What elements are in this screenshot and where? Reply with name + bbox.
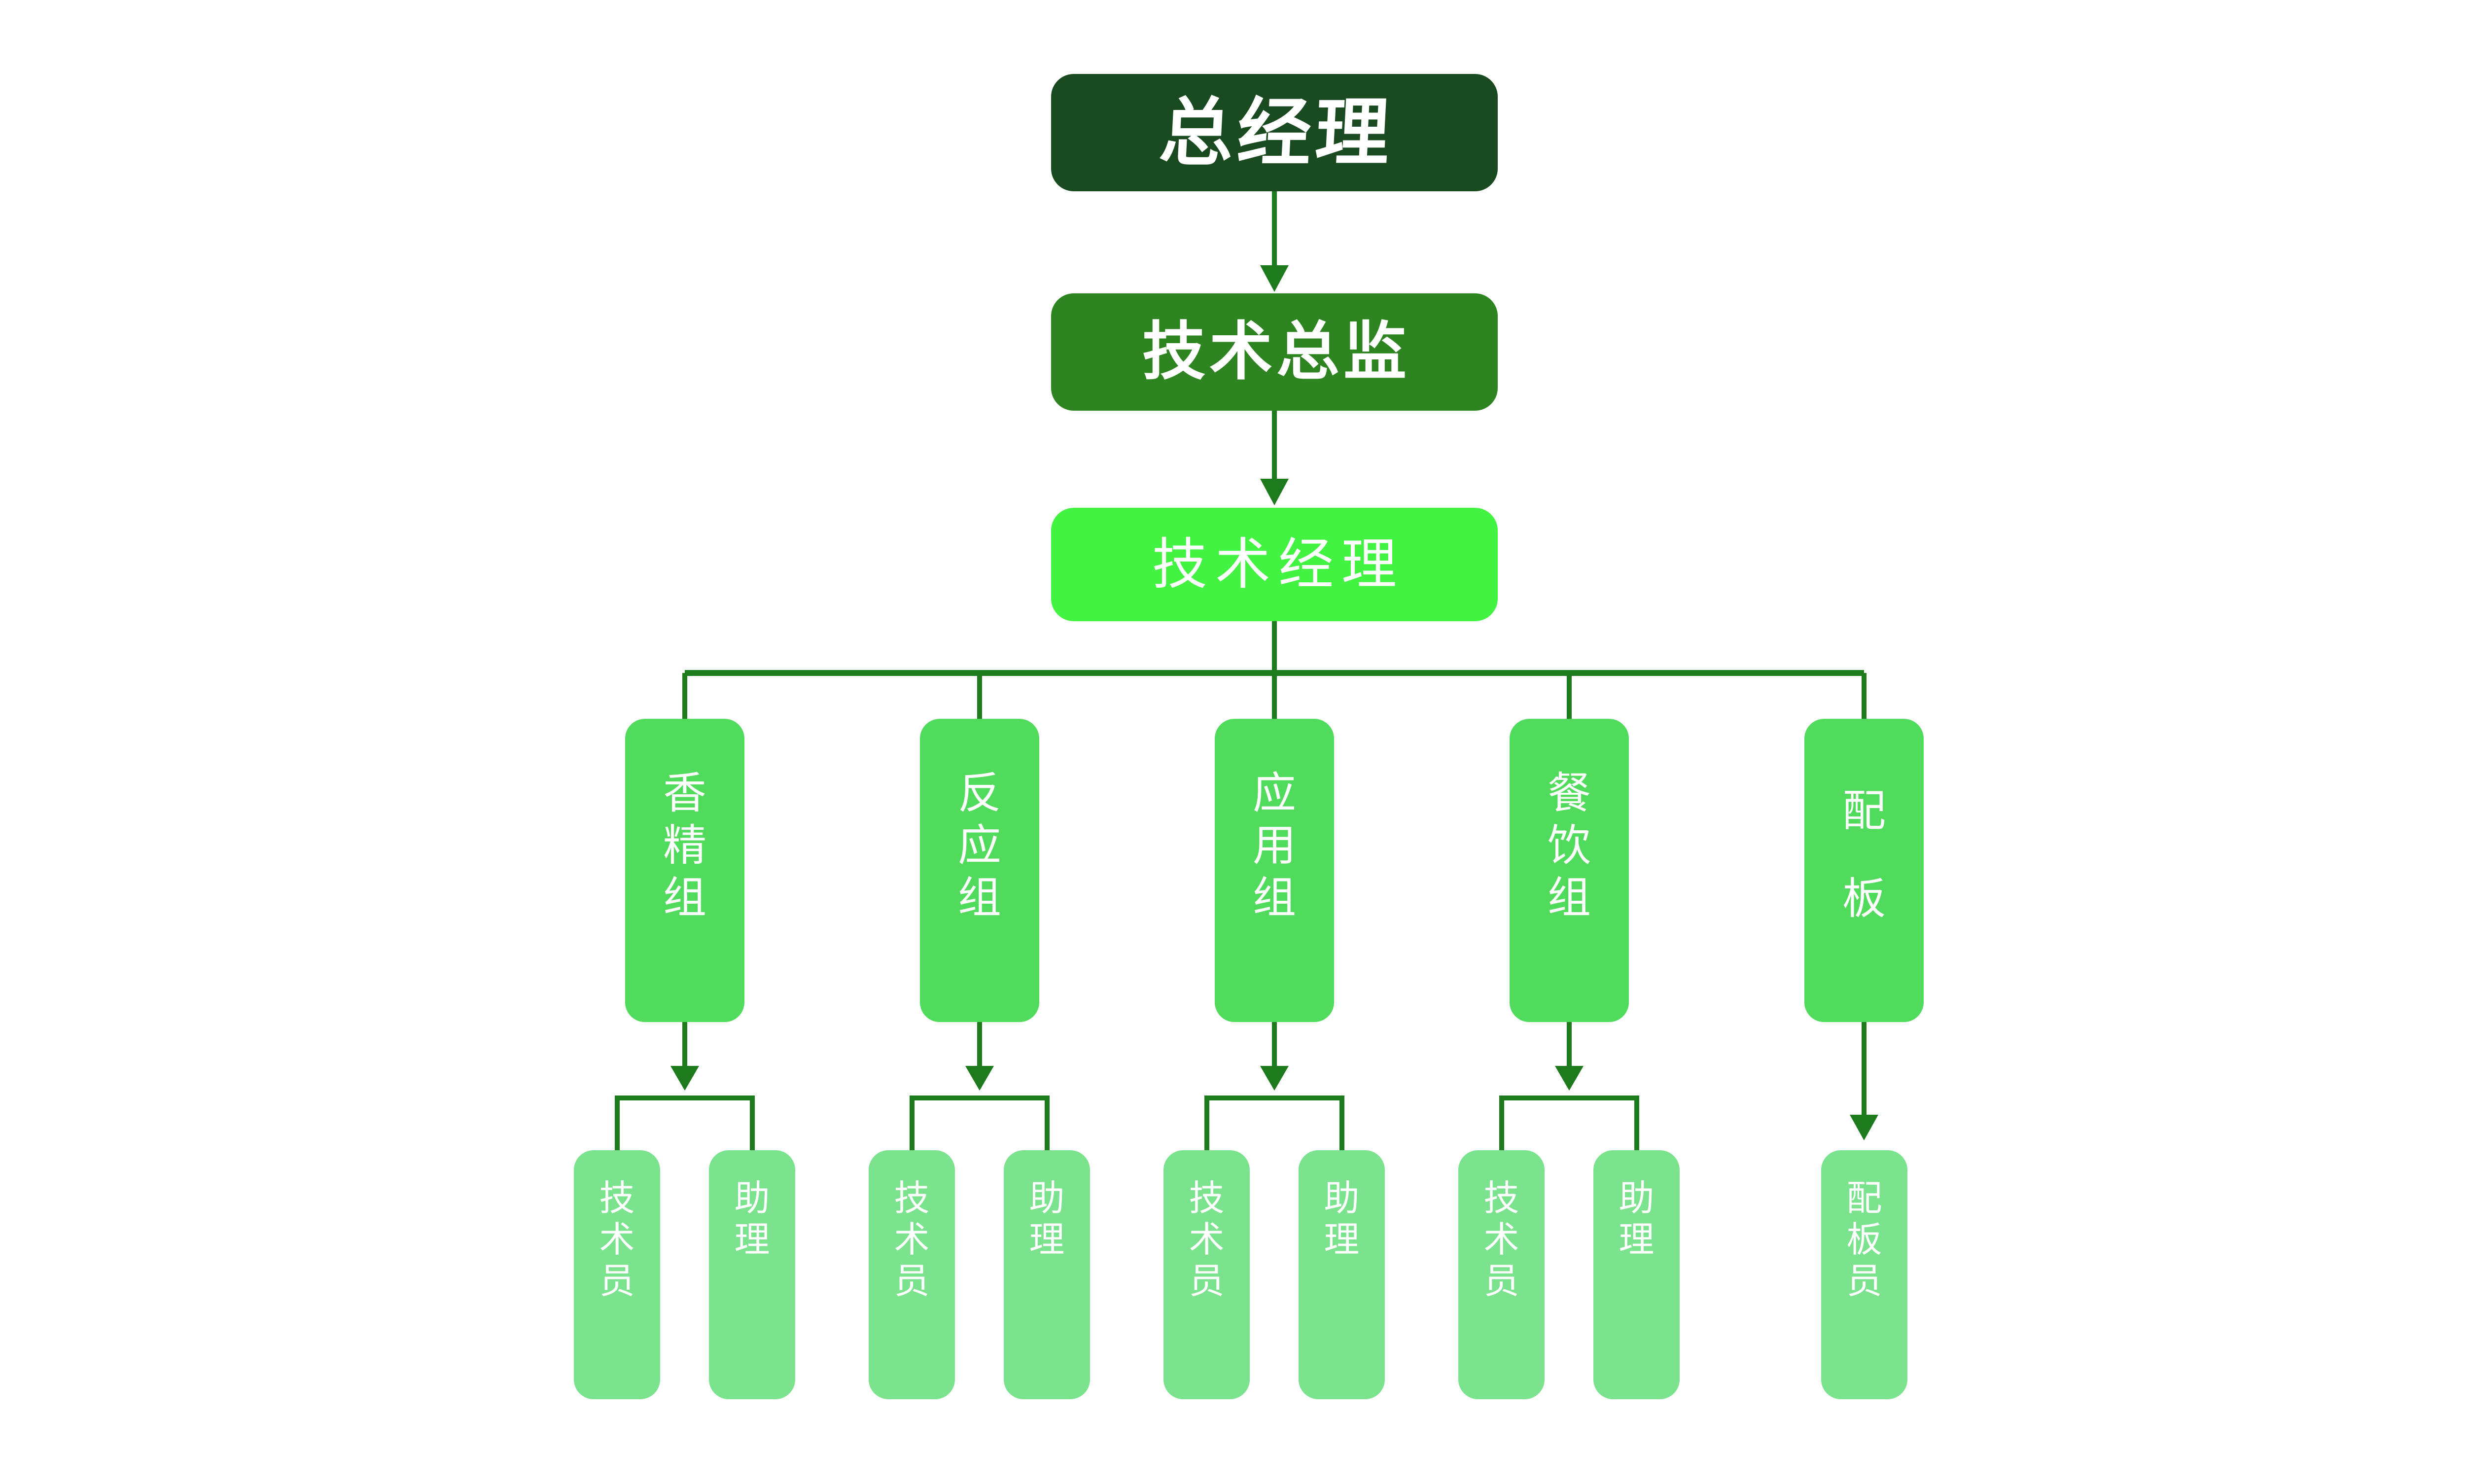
group-1-arrowhead — [670, 1066, 699, 1091]
vertical-char: 理 — [1029, 1220, 1065, 1260]
vertical-char: 技 — [599, 1179, 635, 1218]
node-application-assistant: 助理 — [1299, 1150, 1385, 1399]
vertical-char: 用 — [1252, 821, 1296, 870]
vertical-char: 助 — [1619, 1179, 1655, 1218]
group-3-bracket — [1204, 1095, 1344, 1150]
vertical-char: 术 — [1189, 1220, 1225, 1260]
node-catering-technician-label: 技术员 — [1458, 1150, 1545, 1302]
vertical-char: 配 — [1846, 1179, 1882, 1218]
node-board-matcher: 配板员 — [1821, 1150, 1907, 1399]
group-2-arrowhead — [965, 1066, 994, 1091]
vertical-char: 术 — [599, 1220, 635, 1260]
node-fragrance-assistant-label: 助理 — [709, 1150, 795, 1261]
group-5-arrowhead — [1850, 1115, 1878, 1140]
vertical-char: 香 — [663, 769, 706, 817]
vertical-char: 员 — [1189, 1262, 1225, 1301]
node-tech-manager-label: 技术经理 — [1152, 533, 1405, 595]
vertical-char: 术 — [1483, 1220, 1519, 1260]
node-fragrance-assistant: 助理 — [709, 1150, 795, 1399]
node-group-reaction-label: 反应组 — [920, 719, 1039, 924]
vertical-char: 组 — [1547, 873, 1591, 922]
node-reaction-assistant-label: 助理 — [1004, 1150, 1090, 1261]
vertical-char: 饮 — [1547, 821, 1591, 870]
node-tech-manager: 技术经理 — [1051, 508, 1498, 621]
vertical-char: 精 — [663, 821, 706, 870]
node-application-assistant-label: 助理 — [1299, 1150, 1385, 1261]
node-group-reaction: 反应组 — [920, 719, 1039, 1022]
group-3-arrowhead — [1260, 1066, 1289, 1091]
node-catering-assistant: 助理 — [1593, 1150, 1680, 1399]
node-group-application-label: 应用组 — [1215, 719, 1334, 924]
vertical-char: 板 — [1846, 1220, 1882, 1260]
node-group-fragrance: 香精组 — [625, 719, 744, 1022]
vertical-char: 餐 — [1547, 769, 1591, 817]
node-fragrance-technician-label: 技术员 — [574, 1150, 660, 1302]
vertical-char: 助 — [734, 1179, 770, 1218]
vertical-char: 员 — [894, 1262, 930, 1301]
vertical-char: 助 — [1324, 1179, 1360, 1218]
node-catering-assistant-label: 助理 — [1593, 1150, 1680, 1261]
vertical-char: 员 — [1846, 1262, 1882, 1301]
node-group-catering: 餐饮组 — [1510, 719, 1629, 1022]
vertical-char: 板 — [1842, 874, 1886, 923]
vertical-char: 术 — [894, 1220, 930, 1260]
vertical-char: 应 — [1252, 769, 1296, 817]
node-group-catering-label: 餐饮组 — [1510, 719, 1629, 924]
node-reaction-technician: 技术员 — [869, 1150, 955, 1399]
node-reaction-technician-label: 技术员 — [869, 1150, 955, 1302]
edge-director-manager-arrowhead — [1260, 479, 1289, 505]
vertical-char: 反 — [957, 769, 1001, 817]
node-application-technician: 技术员 — [1163, 1150, 1250, 1399]
vertical-char: 组 — [663, 873, 706, 922]
vertical-char: 理 — [1324, 1220, 1360, 1260]
node-group-fragrance-label: 香精组 — [625, 719, 744, 924]
node-tech-director: 技术总监 — [1051, 293, 1498, 411]
vertical-char: 员 — [599, 1262, 635, 1301]
vertical-char: 员 — [1483, 1262, 1519, 1301]
group-4-bracket — [1499, 1095, 1639, 1150]
node-group-board-matching: 配板 — [1804, 719, 1924, 1022]
vertical-char: 助 — [1029, 1179, 1065, 1218]
node-reaction-assistant: 助理 — [1004, 1150, 1090, 1399]
vertical-char: 组 — [957, 873, 1001, 922]
node-tech-director-label: 技术总监 — [1142, 317, 1410, 387]
edge-gm-director-arrowhead — [1260, 265, 1289, 292]
group-4-arrowhead — [1555, 1066, 1584, 1091]
node-application-technician-label: 技术员 — [1163, 1150, 1250, 1302]
node-general-manager: 总经理 — [1051, 74, 1498, 191]
vertical-char: 理 — [734, 1220, 770, 1260]
group-1-bracket — [615, 1095, 755, 1150]
node-group-board-matching-label: 配板 — [1804, 719, 1924, 943]
vertical-char: 技 — [894, 1179, 930, 1218]
vertical-char: 技 — [1189, 1179, 1225, 1218]
vertical-char: 技 — [1483, 1179, 1519, 1218]
vertical-char: 配 — [1842, 786, 1886, 835]
node-board-matcher-label: 配板员 — [1821, 1150, 1907, 1302]
vertical-char: 理 — [1619, 1220, 1655, 1260]
node-fragrance-technician: 技术员 — [574, 1150, 660, 1399]
group-2-bracket — [910, 1095, 1050, 1150]
node-general-manager-label: 总经理 — [1157, 91, 1396, 174]
vertical-char: 组 — [1252, 873, 1296, 922]
vertical-char: 应 — [957, 821, 1001, 870]
node-catering-technician: 技术员 — [1458, 1150, 1545, 1399]
node-group-application: 应用组 — [1215, 719, 1334, 1022]
